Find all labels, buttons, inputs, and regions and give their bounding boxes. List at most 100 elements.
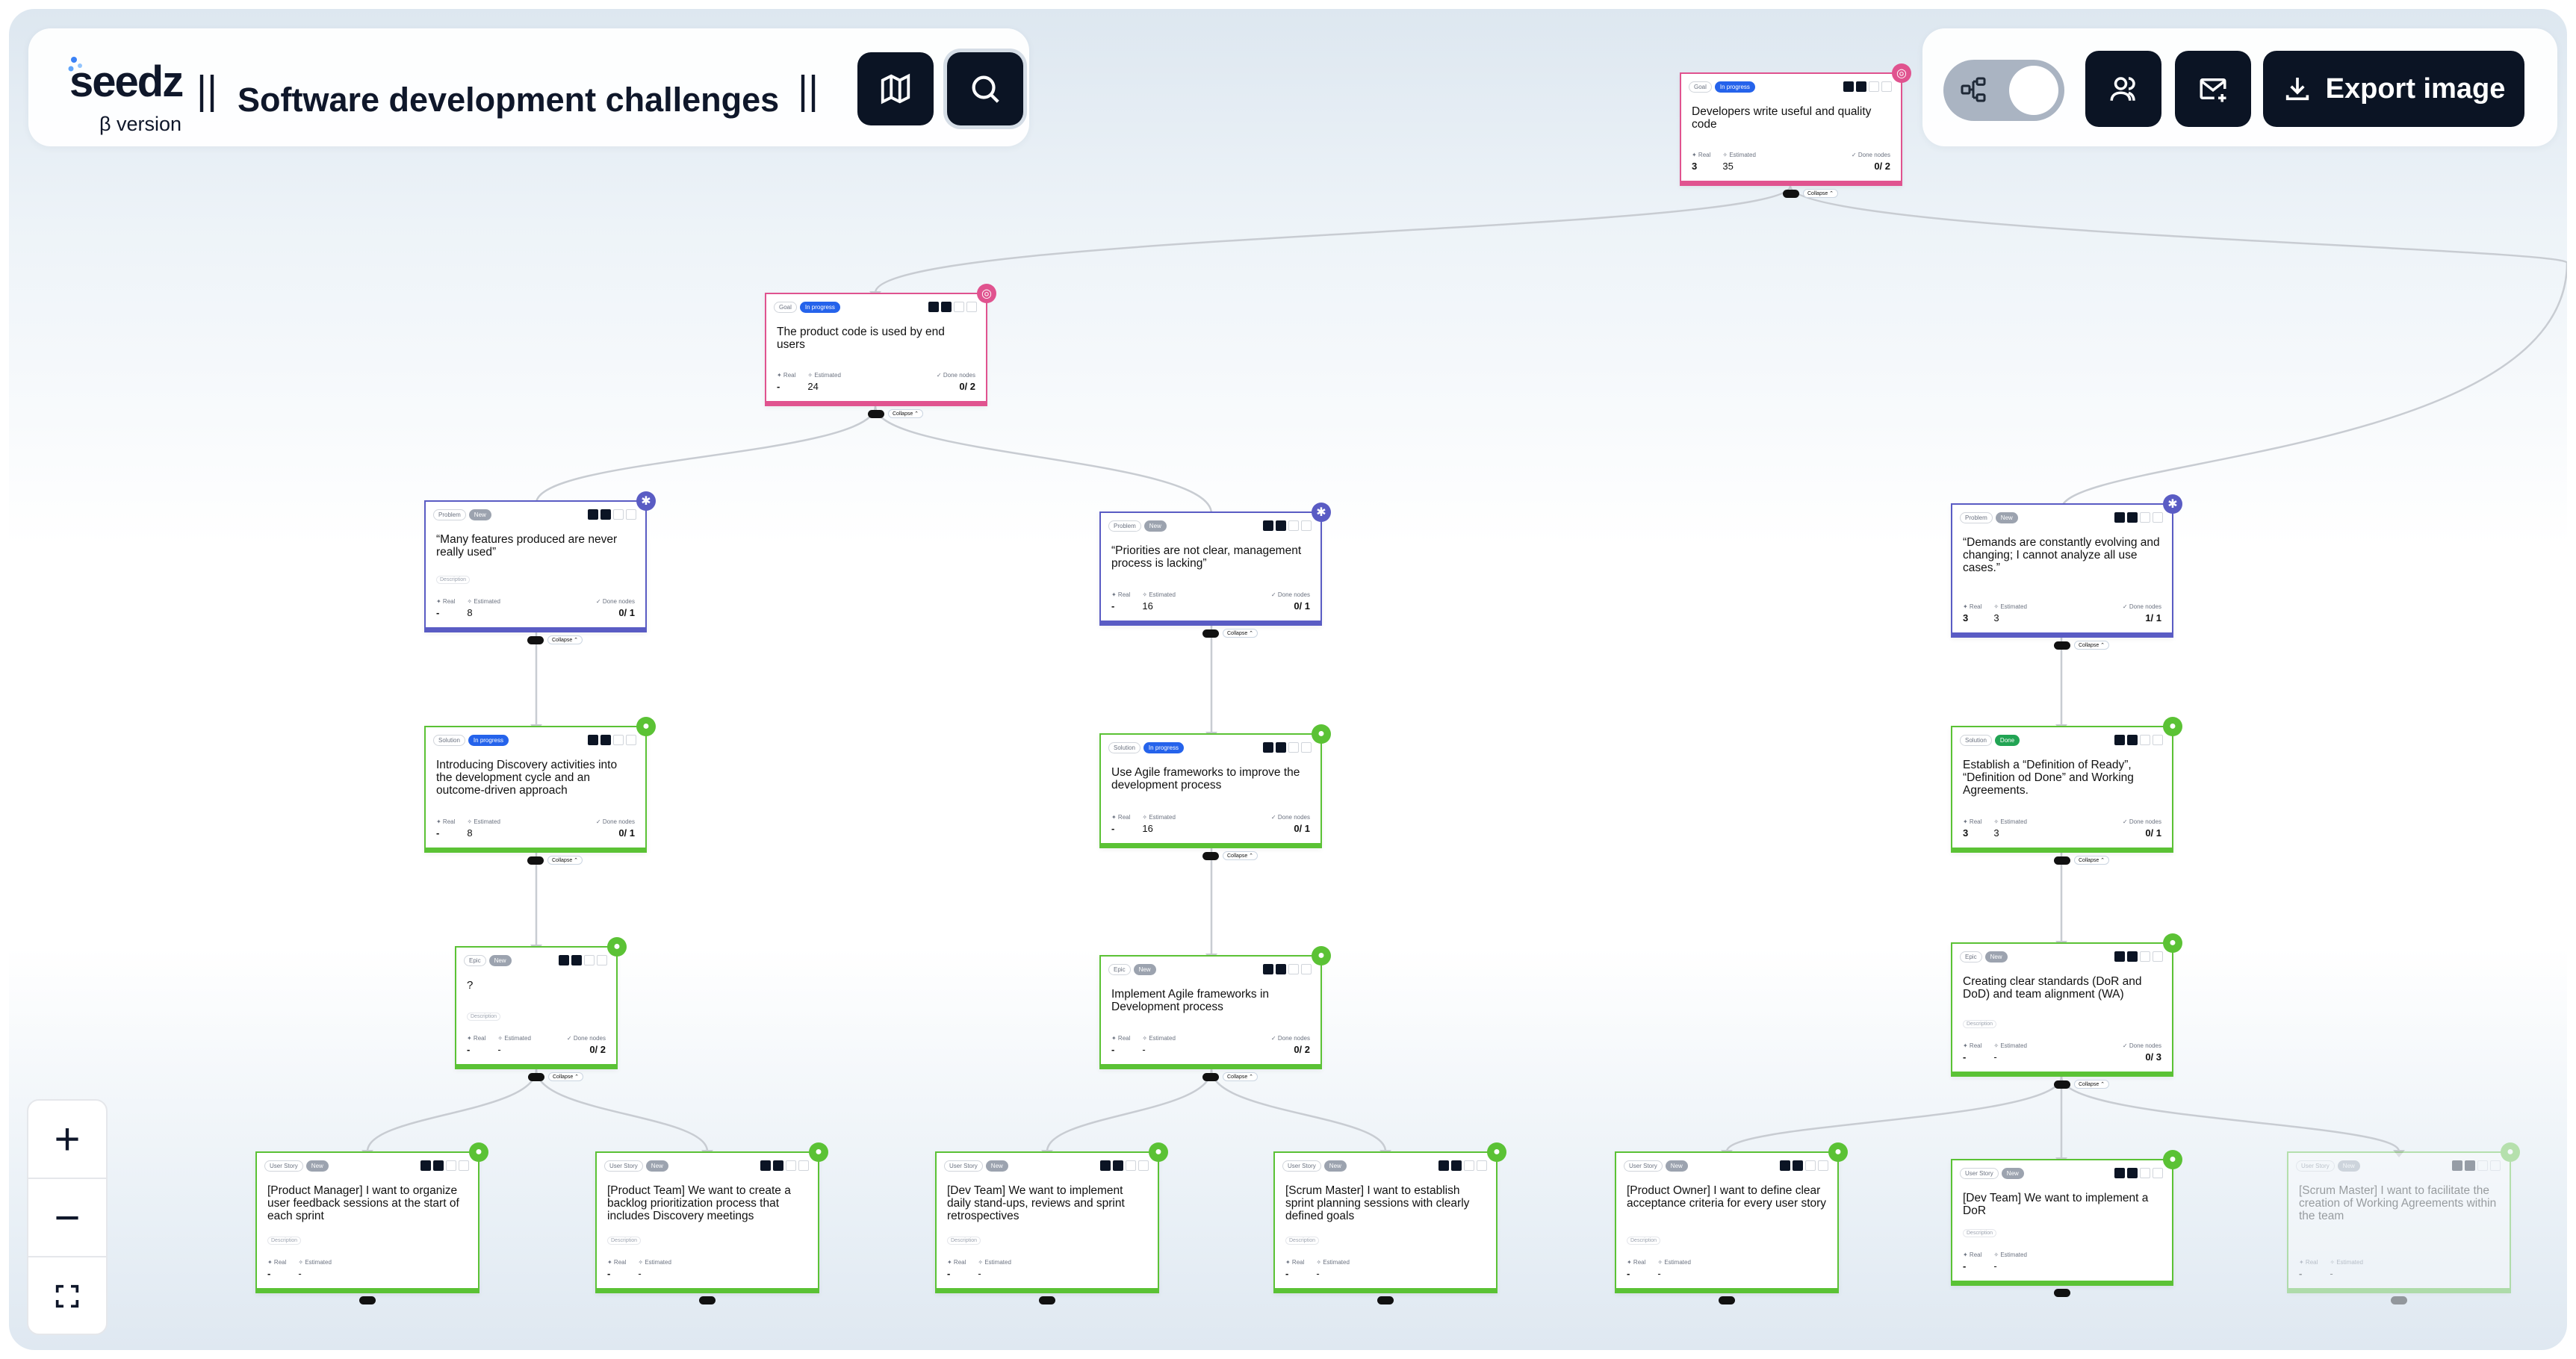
node-type-tag[interactable]: Epic: [1108, 964, 1131, 975]
node-description[interactable]: Description: [607, 1237, 642, 1245]
node-tool-button[interactable]: [584, 955, 595, 965]
node-tool-button[interactable]: [1288, 520, 1299, 531]
zoom-out-button[interactable]: −: [28, 1179, 106, 1257]
node-tool-button[interactable]: [773, 1160, 783, 1171]
export-image-button[interactable]: Export image: [2263, 51, 2524, 127]
node-type-tag[interactable]: User Story: [1282, 1160, 1321, 1172]
node-tool-button[interactable]: [2465, 1160, 2475, 1171]
node-type-tag[interactable]: Epic: [464, 955, 486, 966]
node-description[interactable]: Description: [467, 1013, 501, 1021]
node-tool-button[interactable]: [1451, 1160, 1462, 1171]
children-count-pill[interactable]: [1719, 1296, 1735, 1304]
children-count-pill[interactable]: [1039, 1296, 1055, 1304]
children-count-pill[interactable]: [1783, 189, 1799, 198]
collapse-control[interactable]: [359, 1296, 376, 1304]
node-type-tag[interactable]: Problem: [433, 509, 466, 520]
seedz-logo[interactable]: seedz: [68, 57, 184, 107]
node-tool-button[interactable]: [626, 735, 636, 745]
node-tool-button[interactable]: [954, 302, 964, 312]
node-status-tag[interactable]: New: [1323, 1160, 1347, 1172]
node-tool-button[interactable]: [1263, 742, 1273, 753]
node-tool-button[interactable]: [588, 735, 598, 745]
node-tool-button[interactable]: [588, 509, 598, 520]
invite-mail-button[interactable]: [2175, 51, 2251, 127]
node-tool-button[interactable]: [2140, 735, 2150, 745]
node-tool-button[interactable]: [928, 302, 939, 312]
node-type-tag[interactable]: User Story: [264, 1160, 303, 1172]
node-tool-button[interactable]: [2452, 1160, 2462, 1171]
node-tool-button[interactable]: [1276, 964, 1286, 974]
children-count-pill[interactable]: [2054, 641, 2070, 650]
node-description[interactable]: Description: [1963, 1229, 1997, 1237]
collapse-control[interactable]: Collapse ⌃: [1202, 851, 1258, 860]
node-status-tag[interactable]: New: [2337, 1160, 2360, 1172]
node-tool-button[interactable]: [1263, 964, 1273, 974]
node-type-tag[interactable]: User Story: [604, 1160, 643, 1172]
children-count-pill[interactable]: [699, 1296, 716, 1304]
node-status-tag[interactable]: Done: [1994, 735, 2020, 746]
collapse-control[interactable]: Collapse ⌃: [1783, 189, 1839, 198]
node-tool-button[interactable]: [1301, 964, 1312, 974]
collapse-button[interactable]: Collapse ⌃: [2074, 856, 2110, 865]
tree-view-toggle[interactable]: [1943, 60, 2064, 121]
node-tool-button[interactable]: [2153, 735, 2163, 745]
node-type-tag[interactable]: User Story: [944, 1160, 983, 1172]
collapse-button[interactable]: Collapse ⌃: [1803, 189, 1839, 198]
collapse-button[interactable]: Collapse ⌃: [1223, 1072, 1258, 1081]
node-status-tag[interactable]: New: [1995, 512, 2018, 523]
children-count-pill[interactable]: [1377, 1296, 1394, 1304]
node-tool-button[interactable]: [1100, 1160, 1111, 1171]
node-tool-button[interactable]: [1869, 81, 1879, 92]
node-tool-button[interactable]: [1805, 1160, 1816, 1171]
users-button[interactable]: [2085, 51, 2161, 127]
node-tool-button[interactable]: [1818, 1160, 1828, 1171]
node-tool-button[interactable]: [420, 1160, 431, 1171]
children-count-pill[interactable]: [2054, 1080, 2070, 1089]
node-description[interactable]: Description: [436, 576, 471, 584]
node-status-tag[interactable]: In progress: [1143, 742, 1184, 753]
node-type-tag[interactable]: User Story: [1624, 1160, 1663, 1172]
node-tool-button[interactable]: [760, 1160, 771, 1171]
children-count-pill[interactable]: [1202, 629, 1219, 638]
collapse-button[interactable]: Collapse ⌃: [548, 1072, 584, 1081]
children-count-pill[interactable]: [2391, 1296, 2407, 1304]
collapse-control[interactable]: Collapse ⌃: [527, 856, 583, 865]
node-status-tag[interactable]: New: [1984, 951, 2008, 963]
node-tool-button[interactable]: [2114, 951, 2125, 962]
node-status-tag[interactable]: New: [645, 1160, 668, 1172]
children-count-pill[interactable]: [868, 409, 884, 418]
node-status-tag[interactable]: New: [2001, 1168, 2024, 1179]
node-tool-button[interactable]: [597, 955, 607, 965]
node-tool-button[interactable]: [626, 509, 636, 520]
children-count-pill[interactable]: [2054, 856, 2070, 865]
node-tool-button[interactable]: [1477, 1160, 1487, 1171]
node-tool-button[interactable]: [1263, 520, 1273, 531]
node-tool-button[interactable]: [613, 735, 624, 745]
node-tool-button[interactable]: [2477, 1160, 2488, 1171]
children-count-pill[interactable]: [528, 1072, 544, 1081]
node-tool-button[interactable]: [1126, 1160, 1136, 1171]
node-tool-button[interactable]: [2114, 735, 2125, 745]
collapse-control[interactable]: Collapse ⌃: [2054, 641, 2110, 650]
node-tool-button[interactable]: [2140, 951, 2150, 962]
node-status-tag[interactable]: In progress: [799, 302, 840, 313]
node-tool-button[interactable]: [2140, 512, 2150, 523]
node-tool-button[interactable]: [2114, 512, 2125, 523]
children-count-pill[interactable]: [359, 1296, 376, 1304]
collapse-button[interactable]: Collapse ⌃: [547, 635, 583, 644]
node-tool-button[interactable]: [1464, 1160, 1474, 1171]
children-count-pill[interactable]: [2054, 1289, 2070, 1297]
node-tool-button[interactable]: [2153, 512, 2163, 523]
node-tool-button[interactable]: [786, 1160, 796, 1171]
